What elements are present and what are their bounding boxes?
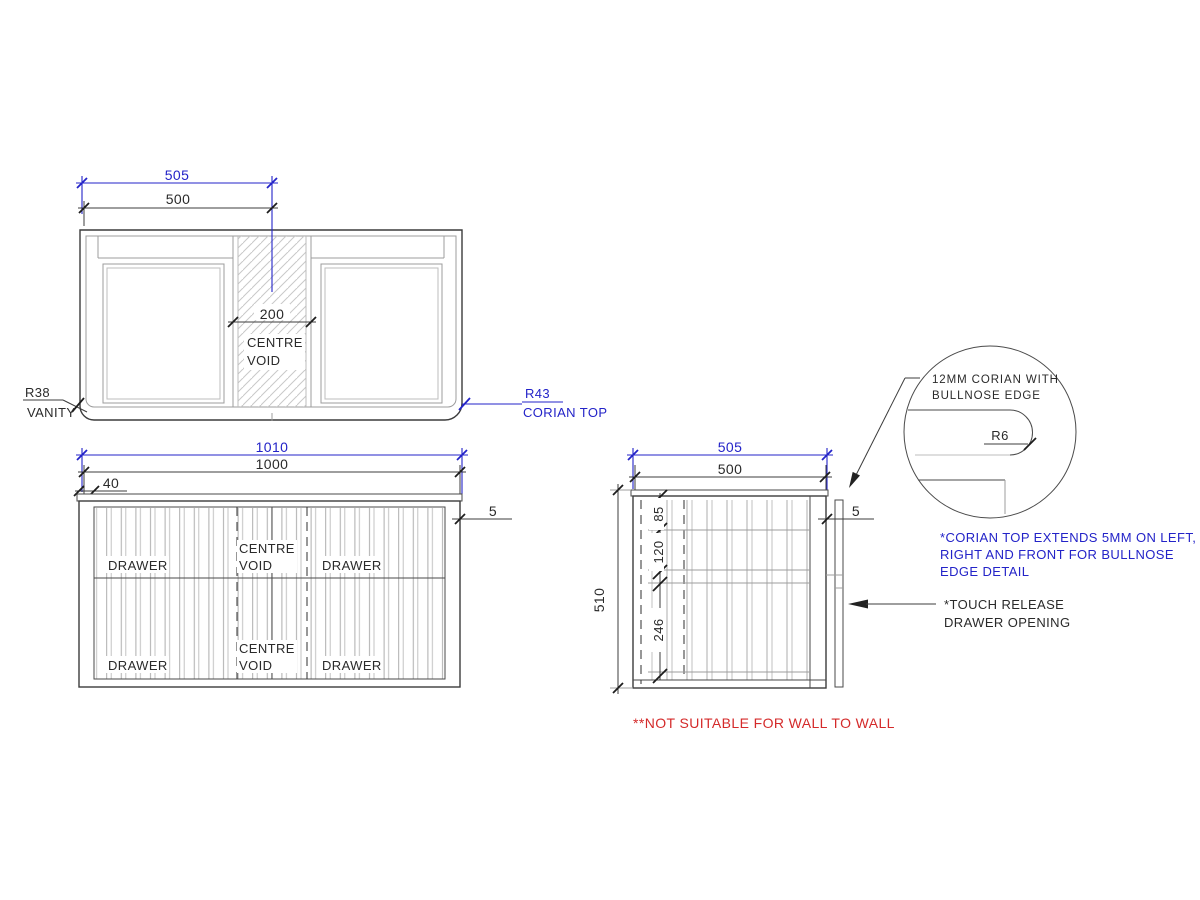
plan-centre-void-label: CENTRE VOID [244,334,305,370]
front-void-bot-2: VOID [239,658,272,673]
plan-dim-505-text: 505 [165,167,190,183]
side-dim-5: 5 [818,503,874,525]
plan-left-panel [102,263,225,404]
detail-dim-r6: R6 [984,428,1037,451]
detail-leader [849,377,920,488]
side-dim-510: 510 [591,484,633,694]
plan-callout-r38: R38 VANITY [23,385,88,420]
front-drawer-labels: DRAWER DRAWER DRAWER DRAWER [106,556,383,673]
front-dim-40-text: 40 [103,475,119,491]
front-void-bot-1: CENTRE [239,641,295,656]
plan-dim-500: 500 [78,191,278,226]
front-dim-5: 5 [452,503,512,525]
front-inner-frame [93,506,446,680]
side-slat-pattern [650,500,810,680]
plan-vanity-outline [85,235,457,408]
front-dim-1000-text: 1000 [256,456,289,472]
front-drawer-br: DRAWER [322,658,382,673]
plan-callout-r43: R43 CORIAN TOP [458,386,607,420]
front-void-top-2: VOID [239,558,272,573]
side-dim-85-text: 85 [651,506,666,521]
plan-right-panel [320,263,443,404]
front-void-top-1: CENTRE [239,541,295,556]
side-drawer-lines [648,529,810,673]
vanity-text: VANITY [27,405,75,420]
touch-release-note: *TOUCH RELEASE DRAWER OPENING [848,597,1070,630]
detail-circle [903,345,1077,519]
side-dim-510-text: 510 [591,588,607,613]
side-elevation: 505 500 [591,439,874,694]
corian-note-line-3: EDGE DETAIL [940,564,1029,579]
bullnose-detail: 12MM CORIAN WITH BULLNOSE EDGE R6 [849,345,1077,519]
front-corian-slab [76,493,463,502]
corian-extension-note: *CORIAN TOP EXTENDS 5MM ON LEFT, RIGHT A… [940,530,1196,579]
front-drawer-tr: DRAWER [322,558,382,573]
plan-dim-500-text: 500 [166,191,191,207]
side-corian-slab [630,489,829,497]
corian-note-line-2: RIGHT AND FRONT FOR BULLNOSE [940,547,1174,562]
front-drawer-bl: DRAWER [108,658,168,673]
side-drawer-front-bar [826,499,844,688]
detail-callout-1: 12MM CORIAN WITH [932,374,1059,386]
corian-note-line-1: *CORIAN TOP EXTENDS 5MM ON LEFT, [940,530,1196,545]
plan-view: 505 500 200 CENTRE VOID R38 [23,167,607,421]
r6-text: R6 [991,428,1008,443]
corian-top-text: CORIAN TOP [523,405,607,420]
front-dim-5-text: 5 [489,503,497,519]
detail-callout-2: BULLNOSE EDGE [932,390,1041,402]
side-dim-500-text: 500 [718,461,743,477]
touch-note-line-1: *TOUCH RELEASE [944,597,1064,612]
plan-void-label-2: VOID [247,353,280,368]
front-elevation: 1010 1000 40 DRAWER [73,439,512,688]
front-void-labels: CENTRE VOID CENTRE VOID [237,540,297,673]
plan-dim-200-text: 200 [260,306,285,322]
touch-note-line-2: DRAWER OPENING [944,615,1070,630]
r38-text: R38 [25,385,50,400]
wall-warning-note: **NOT SUITABLE FOR WALL TO WALL [633,715,895,731]
front-dim-1000: 1000 [78,456,466,494]
front-dim-1010: 1010 [76,439,468,494]
plan-dim-200: 200 [227,304,317,328]
side-dim-505: 505 [627,439,833,490]
front-dim-1010-text: 1010 [256,439,289,455]
bullnose-profile [908,409,1033,514]
side-internal-dims: 85 120 246 [649,489,668,684]
side-dim-246-text: 246 [651,619,666,642]
side-dim-5-text: 5 [852,503,860,519]
touch-release-arrowhead [848,599,868,609]
plan-dim-505: 505 [76,167,278,292]
front-drawer-tl: DRAWER [108,558,168,573]
plan-back-lines [97,236,445,259]
plan-void-label-1: CENTRE [247,335,303,350]
side-dim-120-text: 120 [651,541,666,564]
r43-text: R43 [525,386,550,401]
side-dim-500: 500 [629,461,832,492]
side-dim-505-text: 505 [718,439,743,455]
